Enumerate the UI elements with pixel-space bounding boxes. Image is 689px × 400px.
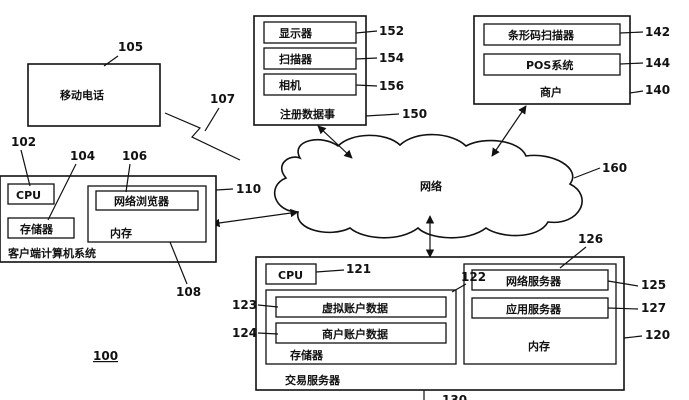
network-num: 160 xyxy=(602,161,627,175)
client-memory-num: 108 xyxy=(176,285,201,299)
leader-152 xyxy=(355,30,378,34)
leader-142 xyxy=(619,31,644,34)
wireless-num: 107 xyxy=(210,92,235,106)
leader-144 xyxy=(619,62,644,65)
leader-105 xyxy=(103,55,119,67)
transaction-server: CPU 虚拟账户数据 商户账户数据 存储器 网络服务器 应用服务器 内存 交易服… xyxy=(255,256,625,391)
leader-110 xyxy=(215,188,234,191)
server-cpu-num: 121 xyxy=(346,262,371,276)
leader-127 xyxy=(607,307,639,310)
client-network-arrow xyxy=(211,208,299,228)
registry-label: 注册数据事 xyxy=(280,107,335,121)
client-system: CPU 存储器 网络浏览器 内存 客户端计算机系统 xyxy=(0,175,217,263)
figure-label: 100 xyxy=(93,349,118,363)
client-cpu-num: 102 xyxy=(11,135,36,149)
leader-121 xyxy=(315,269,345,273)
display-label: 显示器 xyxy=(279,27,313,40)
client-storage-num: 104 xyxy=(70,149,95,163)
virtual-account-num: 123 xyxy=(232,298,257,312)
camera-num: 156 xyxy=(379,79,404,93)
merchant-account-num: 124 xyxy=(232,326,257,340)
mobile-phone: 移动电话 xyxy=(27,63,161,127)
leader-120 xyxy=(623,335,643,339)
web-server-label: 网络服务器 xyxy=(506,274,562,288)
leader-122 xyxy=(451,283,467,293)
leader-104 xyxy=(47,163,77,221)
svg-text:移动电话: 移动电话 xyxy=(60,88,104,102)
leader-154 xyxy=(355,57,378,60)
server-storage-label: 存储器 xyxy=(290,348,324,362)
server-storage-num: 122 xyxy=(461,270,486,284)
client-system-label: 客户端计算机系统 xyxy=(7,246,96,260)
leader-108 xyxy=(169,241,188,285)
camera-label: 相机 xyxy=(279,78,301,92)
leader-156 xyxy=(355,84,378,87)
leader-106 xyxy=(125,163,131,193)
registry-network-arrow xyxy=(317,125,353,159)
network-label: 网络 xyxy=(420,179,442,193)
merchant-num: 140 xyxy=(645,83,670,97)
pos-num: 144 xyxy=(645,56,670,70)
browser-label: 网络浏览器 xyxy=(114,194,170,208)
leader-124 xyxy=(257,332,279,335)
server-cpu-label: CPU xyxy=(278,269,303,282)
leader-123 xyxy=(257,304,279,308)
app-server-num: 127 xyxy=(641,301,666,315)
virtual-account-label: 虚拟账户数据 xyxy=(322,301,388,315)
app-server-label: 应用服务器 xyxy=(506,302,562,316)
merchant-network-arrow xyxy=(491,105,527,157)
leader-126 xyxy=(559,246,587,269)
merchant-account-label: 商户账户数据 xyxy=(322,327,388,341)
server-memory-num: 120 xyxy=(645,328,670,342)
merchant-label: 商户 xyxy=(540,85,562,99)
scanner-label: 扫描器 xyxy=(279,52,313,66)
leader-102 xyxy=(20,149,31,187)
bottom-num: 130 xyxy=(442,393,467,400)
mobile-phone-num: 105 xyxy=(118,40,143,54)
network-cloud: 网络 xyxy=(274,133,583,239)
transaction-server-label: 交易服务器 xyxy=(285,373,341,387)
leader-107 xyxy=(204,107,220,132)
barcode-num: 142 xyxy=(645,25,670,39)
barcode-label: 条形码扫描器 xyxy=(507,28,575,42)
client-system-num: 110 xyxy=(236,182,261,196)
leader-160 xyxy=(573,167,601,179)
merchant-box: 条形码扫描器 POS系统 商户 xyxy=(473,15,631,105)
client-storage-label: 存储器 xyxy=(20,222,54,236)
web-server-num: 125 xyxy=(641,278,666,292)
leader-125 xyxy=(607,280,639,287)
pos-label: POS系统 xyxy=(526,58,573,72)
browser-num: 106 xyxy=(122,149,147,163)
scanner-num: 154 xyxy=(379,51,404,65)
wireless-link xyxy=(164,112,241,161)
client-memory-label: 内存 xyxy=(110,226,132,240)
leader-150 xyxy=(365,113,400,117)
leader-140 xyxy=(629,90,644,94)
client-cpu-label: CPU xyxy=(16,189,41,202)
server-memory-label: 内存 xyxy=(528,339,550,353)
display-num: 152 xyxy=(379,24,404,38)
registry-num: 150 xyxy=(402,107,427,121)
server-memory-group-num: 126 xyxy=(578,232,603,246)
registry-box: 显示器 扫描器 相机 注册数据事 xyxy=(253,15,367,126)
